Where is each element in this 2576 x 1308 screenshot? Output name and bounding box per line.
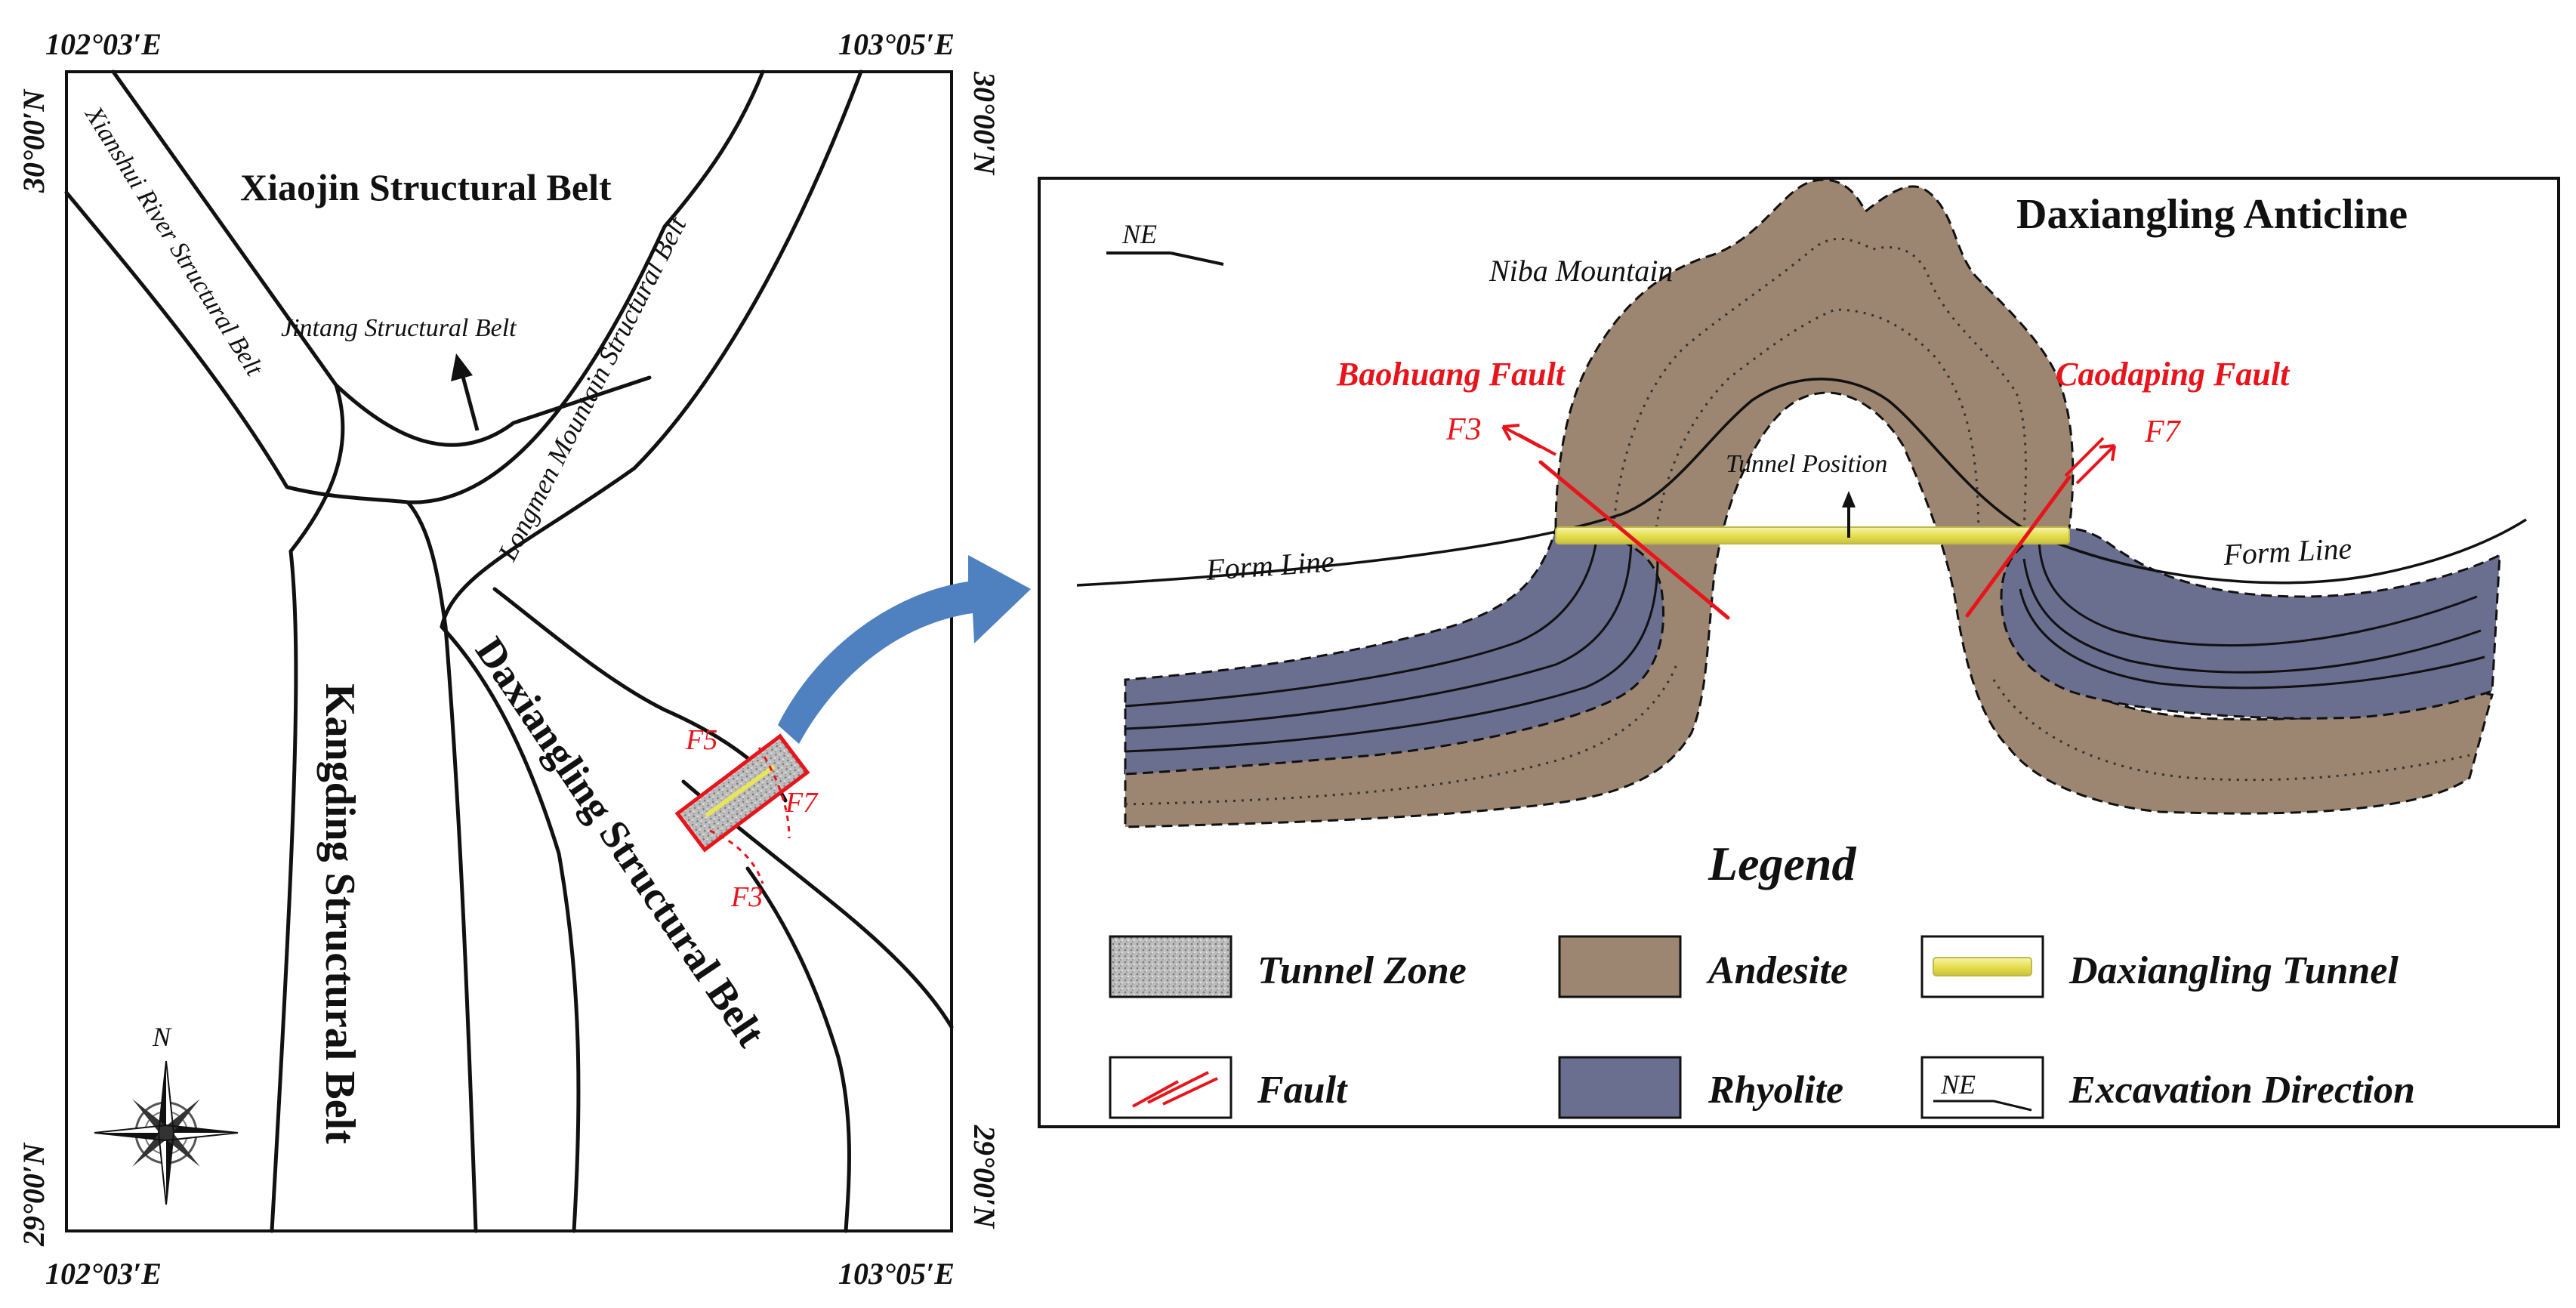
coord-bottom-right: 103°05′E xyxy=(838,1257,955,1291)
map-fault-f3: F3 xyxy=(730,881,763,913)
legend-label-rhyolite: Rhyolite xyxy=(1708,1069,1843,1112)
legend: Legend Tunnel Zone Andesite Daxiangling … xyxy=(1109,837,2415,1119)
fault-lines xyxy=(1538,460,2072,620)
ne-direction-icon xyxy=(1106,251,1224,266)
legend-swatch-rhyolite xyxy=(1558,1056,1682,1119)
andesite-dotted-lines xyxy=(1124,237,2470,806)
legend-swatch-tunnel xyxy=(1933,957,2032,976)
legend-swatch-tunnel-zone xyxy=(1109,935,1232,998)
map-frame xyxy=(65,70,953,1232)
fault-arrow-left-icon xyxy=(1501,424,1556,456)
legend-swatch-fault-frame xyxy=(1109,1056,1232,1119)
regional-map: 102°03′E 103°05′E 102°03′E 103°05′E 30°0… xyxy=(17,27,1001,1291)
baohuang-fault-label: Baohuang Fault xyxy=(1336,356,1566,393)
coord-left-bottom: 29°00′N xyxy=(17,1142,51,1247)
legend-label-andesite: Andesite xyxy=(1706,949,1848,992)
tunnel-bar xyxy=(1555,526,2070,544)
coord-right-top: 30°00′N xyxy=(967,71,1001,176)
rhyolite-layer-lines xyxy=(1124,532,2485,753)
legend-label-tunnel-zone: Tunnel Zone xyxy=(1257,949,1467,992)
rhyolite-left xyxy=(1124,527,1664,776)
map-fault-f7: F7 xyxy=(785,787,819,819)
legend-title: Legend xyxy=(1708,837,1857,890)
legend-label-excavation: Excavation Direction xyxy=(2069,1069,2415,1112)
compass-icon xyxy=(94,1060,239,1205)
label-kangding: Kangding Structural Belt xyxy=(316,683,363,1144)
fault-arrow-right-icon xyxy=(2064,437,2116,485)
legend-label-daxiangling-tunnel: Daxiangling Tunnel xyxy=(2069,949,2399,992)
coord-top-left: 102°03′E xyxy=(45,27,162,61)
jintang-arrow xyxy=(451,353,480,431)
legend-ne-icon xyxy=(1933,1100,2032,1112)
zoom-arrow xyxy=(778,555,1031,744)
label-jintang: Jintang Structural Belt xyxy=(281,314,517,342)
tunnel-position-label: Tunnel Position xyxy=(1726,450,1887,478)
section-ne-label: NE xyxy=(1121,219,1157,249)
label-xiaojin: Xiaojin Structural Belt xyxy=(240,166,612,208)
coord-top-right: 103°05′E xyxy=(838,27,955,61)
caodaping-fault-label: Caodaping Fault xyxy=(2056,356,2291,393)
map-tunnel-zone xyxy=(674,733,810,853)
compass-label: N xyxy=(152,1022,172,1052)
coord-left-top: 30°00′N xyxy=(17,88,51,193)
section-title: Daxiangling Anticline xyxy=(2016,191,2408,238)
form-line xyxy=(1076,378,2527,587)
section-fault-f3: F3 xyxy=(1445,412,1482,447)
legend-ne-text: NE xyxy=(1940,1069,1976,1100)
section-fault-f7: F7 xyxy=(2144,415,2182,449)
map-fault-f5: F5 xyxy=(685,724,717,756)
niba-label: Niba Mountain xyxy=(1489,254,1673,288)
legend-fault-icon xyxy=(1132,1071,1218,1108)
legend-swatch-andesite xyxy=(1558,935,1682,998)
rhyolite-right xyxy=(2000,527,2501,720)
legend-label-fault: Fault xyxy=(1257,1069,1348,1112)
cross-section-panel: Daxiangling Anticline NE xyxy=(1038,177,2560,1128)
coord-bottom-left: 102°03′E xyxy=(45,1257,162,1291)
form-line-right-label: Form Line xyxy=(2222,531,2352,572)
coord-right-bottom: 29°00′N xyxy=(967,1124,1001,1229)
tunnel-position-arrow xyxy=(1842,491,1856,538)
map-fault-dashes xyxy=(709,747,791,884)
